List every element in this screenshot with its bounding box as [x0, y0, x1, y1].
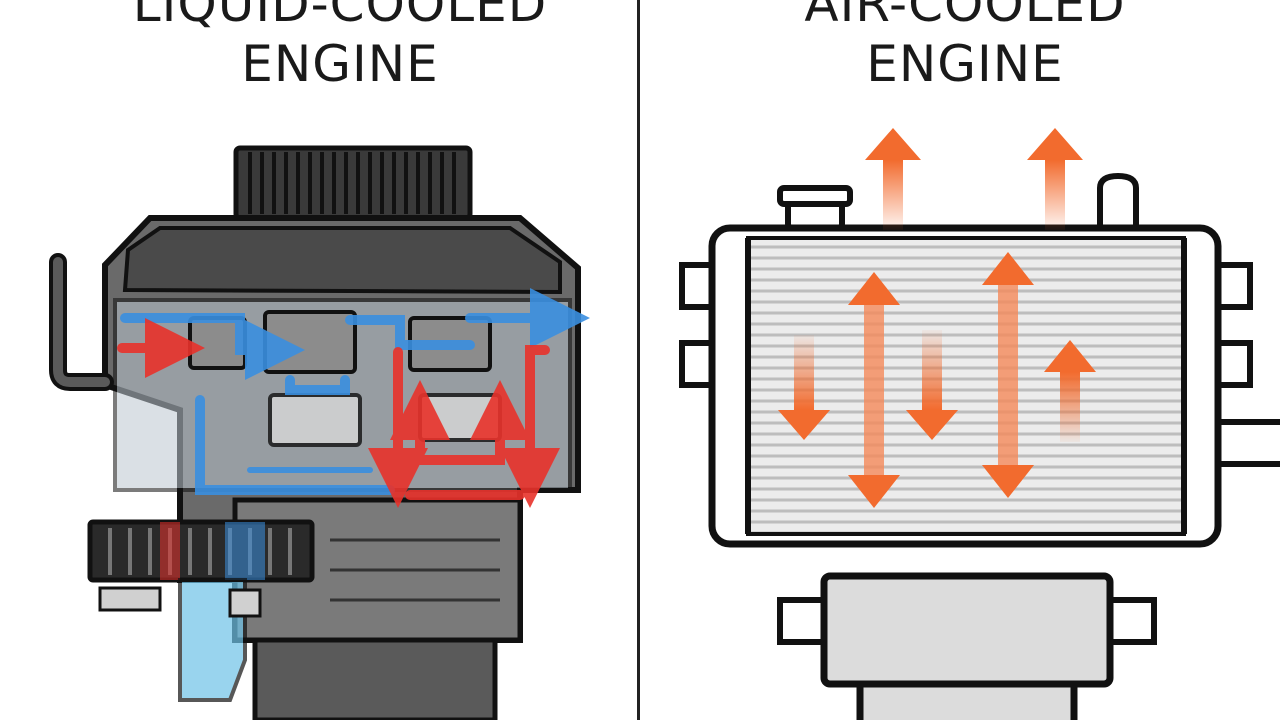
- air-cooled-title-line1: AIR-COOLED: [804, 0, 1126, 33]
- engine-base: [777, 572, 1157, 720]
- hot-air-arrow-down: [906, 330, 958, 440]
- breather-tube: [1097, 172, 1139, 230]
- water-pump-fins: [87, 519, 315, 702]
- air-cooled-engine-illustration: [679, 128, 1280, 720]
- liquid-cooled-engine-illustration: [49, 145, 590, 720]
- hot-air-arrow-up: [1027, 128, 1083, 230]
- hot-air-arrow-up: [865, 128, 921, 230]
- liquid-cooled-title-line1: LIQUID-COOLED: [132, 0, 548, 33]
- air-cooled-title-line2: ENGINE: [866, 35, 1064, 93]
- panel-divider: [637, 0, 640, 720]
- hot-air-arrow-down: [778, 335, 830, 440]
- finned-cylinder-body: [708, 224, 1222, 548]
- liquid-cooled-title: LIQUID-COOLED ENGINE: [60, 0, 620, 94]
- heat-dissipation-arrows: [778, 128, 1096, 508]
- coolant-inlet-pipe: [49, 253, 114, 391]
- air-cooled-title: AIR-COOLED ENGINE: [690, 0, 1240, 94]
- hot-air-arrow-double: [848, 272, 900, 508]
- filler-cap: [777, 185, 853, 231]
- air-intake-filter: [233, 145, 473, 221]
- liquid-cooled-title-line2: ENGINE: [241, 35, 439, 93]
- hot-air-arrow-double: [982, 252, 1034, 498]
- hot-coolant-flow: [117, 318, 560, 508]
- hot-air-arrow-up: [1044, 340, 1096, 442]
